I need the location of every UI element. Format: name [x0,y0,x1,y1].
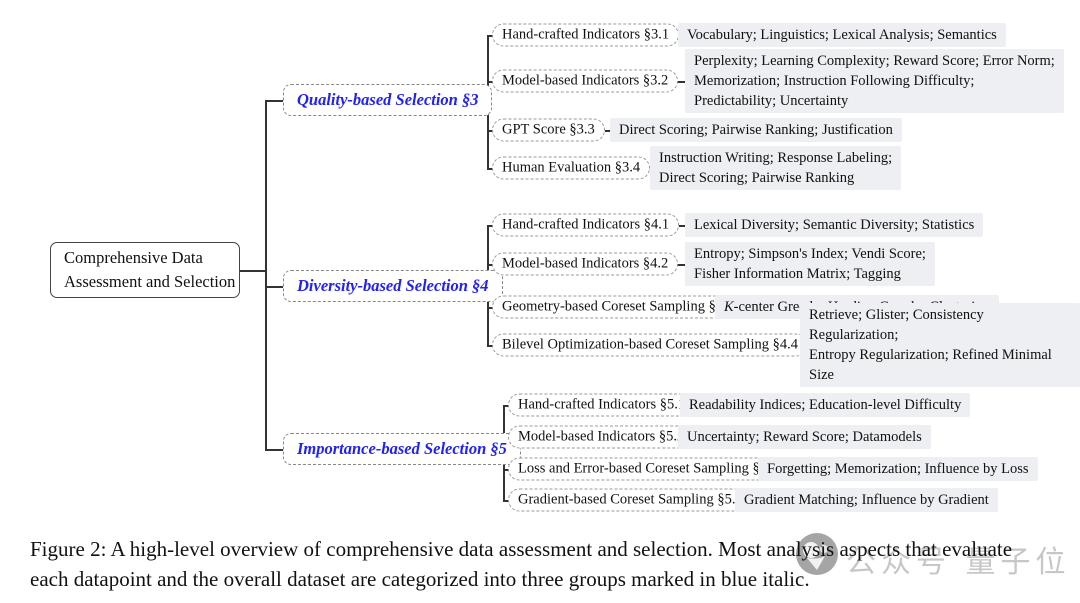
figure-caption: Figure 2: A high-level overview of compr… [30,537,1013,591]
root-node: Comprehensive Data Assessment and Select… [50,242,240,298]
node-gpt-score-3-3: GPT Score §3.3 [492,118,605,142]
leaf-model-based-indicators-3-2: Perplexity; Learning Complexity; Reward … [685,49,1064,113]
node-model-based-indicators-4-2: Model-based Indicators §4.2 [492,252,679,276]
node-gradient-based-coreset-sampling-5-4: Gradient-based Coreset Sampling §5.4 [508,488,753,512]
node-model-based-indicators-5-2: Model-based Indicators §5.2 [508,425,695,449]
leaf-model-based-indicators-5-2: Uncertainty; Reward Score; Datamodels [678,425,931,449]
node-model-based-indicators-3-2: Model-based Indicators §3.2 [492,69,679,93]
leaf-hand-crafted-indicators-4-1: Lexical Diversity; Semantic Diversity; S… [685,213,984,237]
watermark-text: 公众号 量子位 [846,545,1071,580]
node-hand-crafted-indicators-4-1: Hand-crafted Indicators §4.1 [492,213,680,237]
node-bilevel-optimization-coreset-sampling-4-4: Bilevel Optimization-based Coreset Sampl… [492,333,808,357]
branch-importance-based-selection: Importance-based Selection §5 [283,433,521,465]
leaf-hand-crafted-indicators-3-1: Vocabulary; Linguistics; Lexical Analysi… [678,23,1006,47]
node-hand-crafted-indicators-5-1: Hand-crafted Indicators §5.1 [508,393,696,417]
connector-line [240,270,265,272]
leaf-gpt-score-3-3: Direct Scoring; Pairwise Ranking; Justif… [610,118,902,142]
node-human-evaluation-3-4: Human Evaluation §3.4 [492,156,651,180]
leaf-model-based-indicators-4-2: Entropy; Simpson's Index; Vendi Score; F… [685,242,935,286]
connector-line [265,100,267,450]
node-hand-crafted-indicators-3-1: Hand-crafted Indicators §3.1 [492,23,680,47]
leaf-gradient-based-coreset-sampling-5-4: Gradient Matching; Influence by Gradient [735,488,998,512]
branch-diversity-based-selection: Diversity-based Selection §4 [283,270,503,302]
leaf-bilevel-optimization-coreset-sampling-4-4: Retrieve; Glister; Consistency Regulariz… [800,303,1080,387]
branch-quality-based-selection: Quality-based Selection §3 [283,84,493,116]
qbitai-watermark-logo [795,532,839,581]
node-loss-error-coreset-sampling-5-3: Loss and Error-based Coreset Sampling §5… [508,457,788,481]
leaf-loss-error-coreset-sampling-5-3: Forgetting; Memorization; Influence by L… [758,457,1038,481]
leaf-hand-crafted-indicators-5-1: Readability Indices; Education-level Dif… [680,393,971,417]
leaf-human-evaluation-3-4: Instruction Writing; Response Labeling; … [650,146,902,190]
node-geometry-based-coreset-sampling-4-3: Geometry-based Coreset Sampling §4.3 [492,295,744,319]
